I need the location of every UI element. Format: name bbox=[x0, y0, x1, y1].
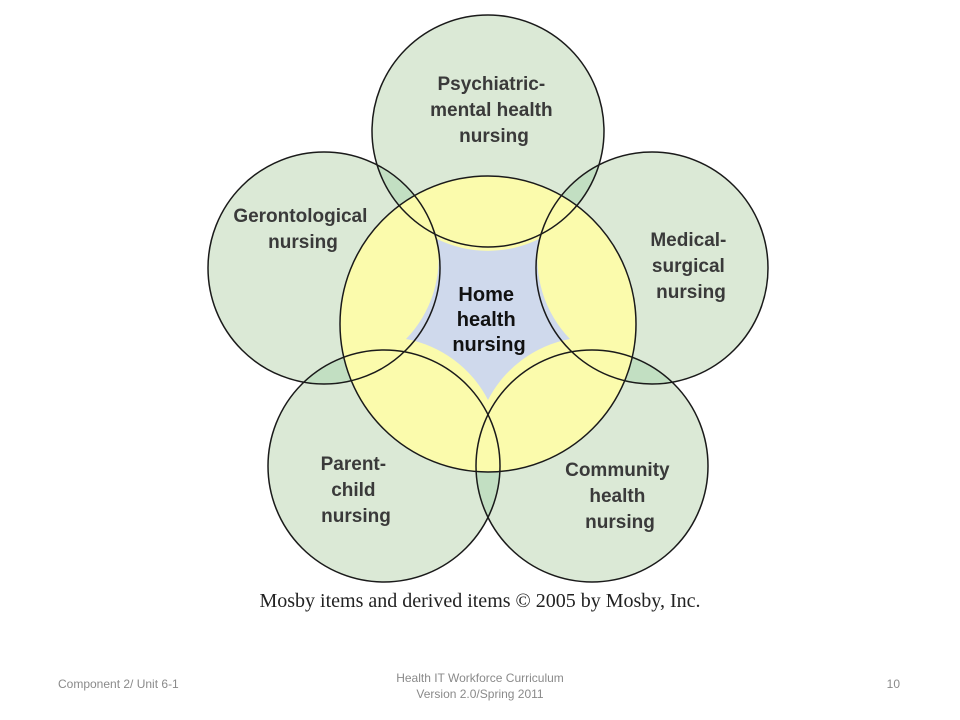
gerontological-label: Gerontological nursing bbox=[233, 206, 372, 253]
parent-label: Parent- child nursing bbox=[321, 454, 392, 527]
ring-overlap-psych bbox=[372, 176, 604, 247]
outlines bbox=[207, 14, 769, 583]
medical-label: Medical- surgical nursing bbox=[650, 230, 731, 303]
page-number: 10 bbox=[886, 677, 900, 691]
footer-curriculum-line2: Version 2.0/Spring 2011 bbox=[416, 687, 544, 701]
psychiatric-label: Psychiatric- mental health nursing bbox=[430, 74, 558, 147]
footer-unit: Component 2/ Unit 6-1 bbox=[58, 677, 179, 691]
community-label: Community health nursing bbox=[565, 460, 675, 533]
copyright-caption: Mosby items and derived items © 2005 by … bbox=[259, 590, 701, 612]
footer-curriculum-line1: Health IT Workforce Curriculum bbox=[396, 671, 564, 685]
footer-curriculum: Health IT Workforce Curriculum Version 2… bbox=[330, 670, 630, 702]
home-health-label: Home health nursing bbox=[452, 284, 525, 356]
home-health-core bbox=[406, 239, 570, 400]
